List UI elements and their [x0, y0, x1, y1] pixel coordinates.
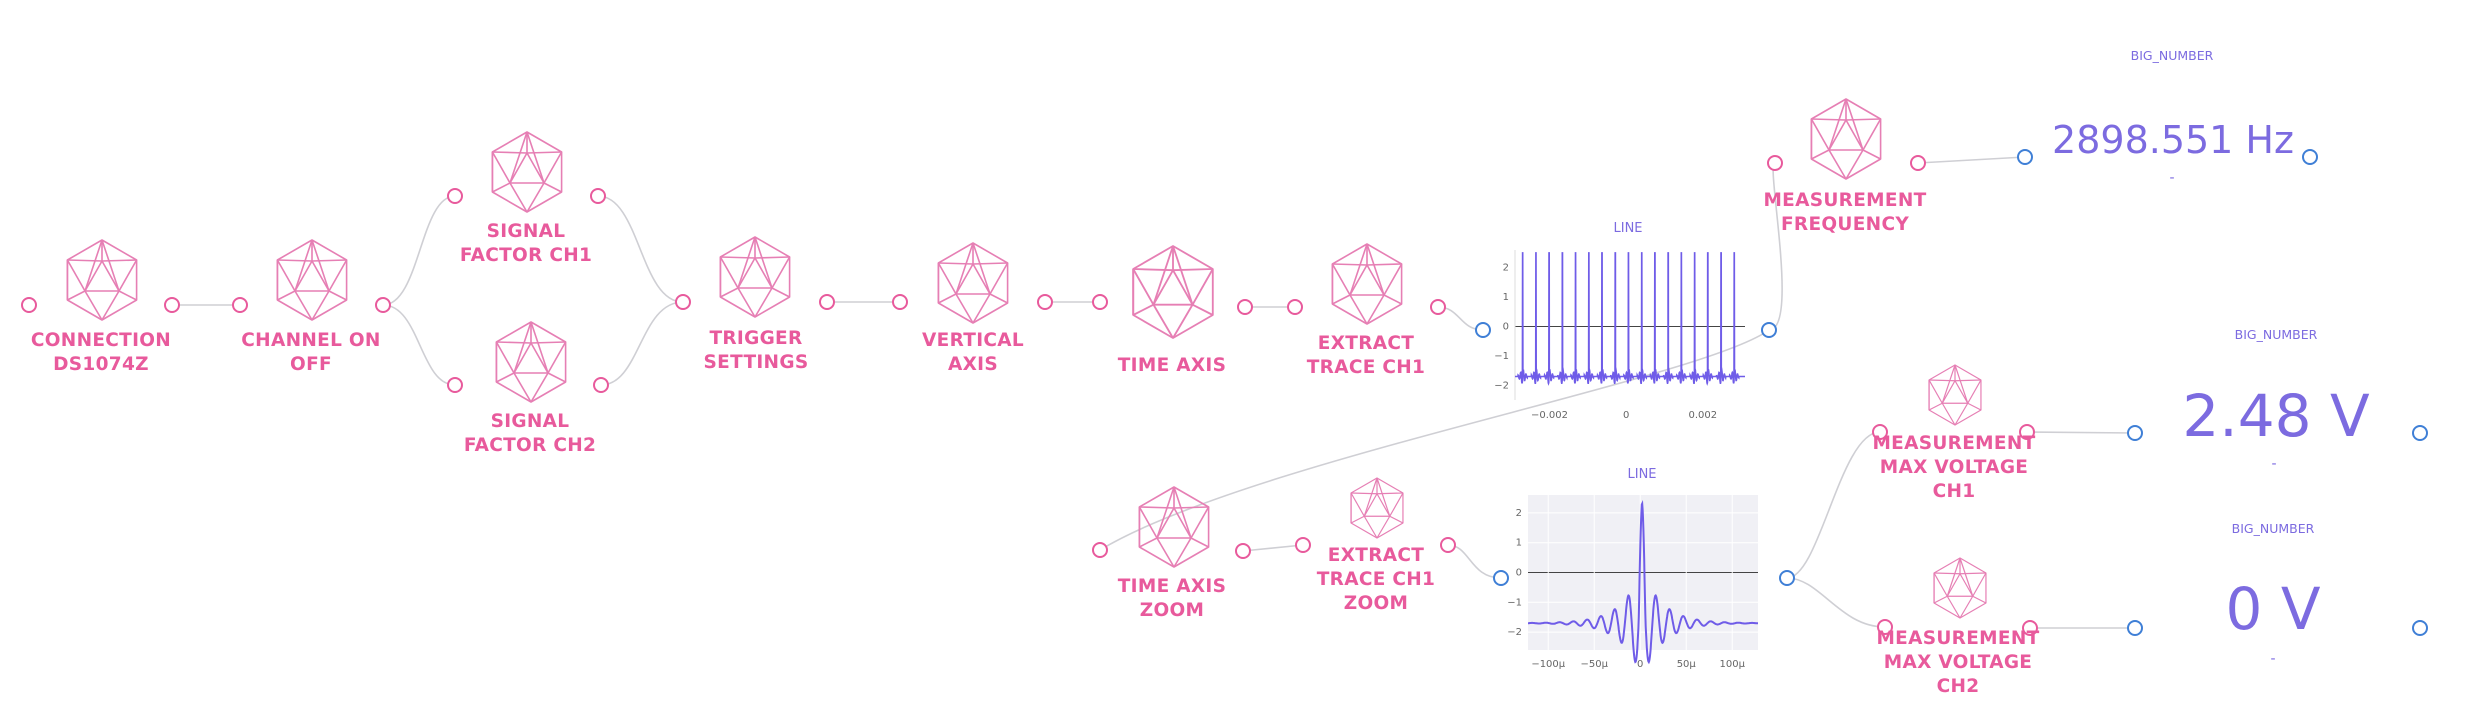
node-label-measurement-max-voltage-ch2: MEASUREMENT MAX VOLTAGE CH2 — [1876, 627, 2039, 699]
label-line: MAX VOLTAGE — [1879, 457, 2029, 478]
y-tick-label: −1 — [1494, 351, 1509, 362]
node-label-extract-trace-ch1: EXTRACT TRACE CH1 — [1307, 332, 1425, 380]
y-tick-label: 2 — [1516, 508, 1522, 519]
x-tick-label: −50μ — [1581, 659, 1609, 670]
node-label-measurement-max-voltage-ch1: MEASUREMENT MAX VOLTAGE CH1 — [1872, 432, 2035, 504]
node-label-signal-factor-ch2: SIGNAL FACTOR CH2 — [464, 410, 596, 458]
label-line: FACTOR CH1 — [459, 245, 593, 266]
label-line: MAX VOLTAGE — [1883, 652, 2033, 673]
node-label-extract-trace-ch1-zoom: EXTRACT TRACE CH1 ZOOM — [1317, 544, 1435, 616]
output-ports[interactable] — [164, 155, 2038, 636]
label-line: DS1074Z — [53, 354, 149, 375]
label-line: OFF — [290, 354, 332, 375]
x-tick-label: 0 — [1623, 410, 1629, 421]
label-line: CH1 — [1932, 481, 1976, 502]
node-label-channel-on-off: CHANNEL ON OFF — [241, 329, 380, 377]
label-line: AXIS — [948, 354, 998, 375]
chart1-ticks: 2 1 0 −1 −2 −0.002 0 0.002 — [1494, 263, 1717, 421]
label-line: TIME AXIS — [1117, 576, 1227, 597]
x-tick-label: −0.002 — [1531, 410, 1568, 421]
node-label-connection: CONNECTION DS1074Z — [31, 329, 171, 377]
label-line: TRIGGER — [709, 328, 803, 349]
big-number-voltage-ch1-value: 2.48 V — [2182, 382, 2370, 450]
x-tick-label: −100μ — [1531, 659, 1565, 670]
x-tick-label: 0.002 — [1689, 410, 1718, 421]
label-line: ZOOM — [1139, 600, 1205, 621]
y-tick-label: 0 — [1503, 321, 1509, 332]
y-tick-label: −2 — [1507, 627, 1522, 638]
connection-wires — [172, 156, 2136, 629]
label-line: MEASUREMENT — [1876, 628, 2040, 649]
chart1-axes — [1514, 250, 1745, 400]
label-line: TRACE CH1 — [1306, 357, 1426, 378]
big-number-frequency-title: BIG_NUMBER — [2130, 48, 2214, 63]
label-line: CONNECTION — [30, 330, 172, 351]
label-line: MEASUREMENT — [1872, 433, 2036, 454]
label-line: SIGNAL — [486, 221, 566, 242]
y-tick-label: 1 — [1503, 292, 1509, 303]
label-line: TIME AXIS — [1117, 355, 1227, 376]
label-line: SIGNAL — [490, 411, 570, 432]
y-tick-label: 2 — [1503, 263, 1509, 274]
y-tick-label: 0 — [1516, 568, 1522, 579]
label-line: EXTRACT — [1317, 333, 1415, 354]
input-ports[interactable] — [21, 155, 1893, 635]
big-number-frequency-sub: - — [2169, 170, 2175, 186]
big-number-voltage-ch1-title: BIG_NUMBER — [2234, 327, 2318, 342]
node-label-time-axis: TIME AXIS — [1118, 354, 1226, 378]
big-number-voltage-ch2-sub: - — [2270, 651, 2276, 667]
label-line: SETTINGS — [703, 352, 809, 373]
label-line: FREQUENCY — [1780, 214, 1910, 235]
chart2-title: LINE — [1627, 467, 1657, 482]
node-label-measurement-frequency: MEASUREMENT FREQUENCY — [1763, 189, 1926, 237]
line-chart-trace-ch1: 2 1 0 −1 −2 −0.002 0 0.002 — [1494, 250, 1745, 421]
big-number-voltage-ch1-sub: - — [2271, 456, 2277, 472]
label-line: EXTRACT — [1327, 545, 1425, 566]
label-line: VERTICAL — [922, 330, 1024, 351]
line-chart-trace-ch1-zoom: 2 1 0 −1 −2 −100μ −50μ 0 50μ 100μ — [1507, 495, 1758, 670]
label-line: MEASUREMENT — [1763, 190, 1927, 211]
chart2-ticks: 2 1 0 −1 −2 −100μ −50μ 0 50μ 100μ — [1507, 508, 1745, 670]
label-line: CH2 — [1936, 676, 1980, 697]
display-ports[interactable] — [1475, 149, 2428, 636]
node-label-signal-factor-ch1: SIGNAL FACTOR CH1 — [460, 220, 592, 268]
chart1-title: LINE — [1613, 221, 1643, 236]
y-tick-label: −1 — [1507, 597, 1522, 608]
label-line: ZOOM — [1343, 593, 1409, 614]
label-line: TRACE CH1 — [1316, 569, 1436, 590]
chart2-series-line — [1528, 500, 1758, 665]
big-number-frequency-value: 2898.551 Hz — [2052, 118, 2294, 162]
x-tick-label: 0 — [1637, 659, 1643, 670]
x-tick-label: 50μ — [1677, 659, 1697, 670]
y-tick-label: 1 — [1516, 538, 1522, 549]
chart1-series-line — [1515, 252, 1745, 386]
node-label-vertical-axis: VERTICAL AXIS — [922, 329, 1024, 377]
node-label-trigger-settings: TRIGGER SETTINGS — [704, 327, 809, 375]
y-tick-label: −2 — [1494, 380, 1509, 391]
label-line: FACTOR CH2 — [463, 435, 597, 456]
big-number-voltage-ch2-title: BIG_NUMBER — [2231, 521, 2315, 536]
label-line: CHANNEL ON — [241, 330, 381, 351]
big-number-voltage-ch2-value: 0 V — [2225, 575, 2321, 643]
node-label-time-axis-zoom: TIME AXIS ZOOM — [1118, 575, 1226, 623]
x-tick-label: 100μ — [1720, 659, 1746, 670]
